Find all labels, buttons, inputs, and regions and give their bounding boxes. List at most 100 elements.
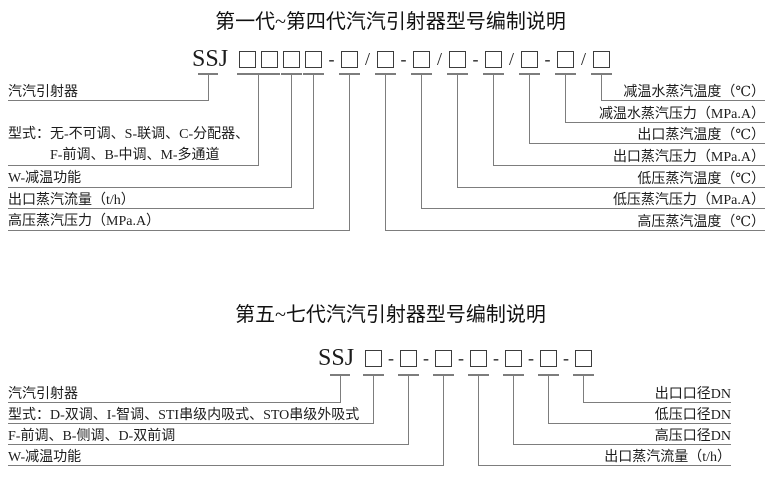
connector-line [513,375,514,444]
label-desuperheat: W-减温功能 [8,450,82,465]
slash-separator: / [508,49,514,69]
connector-line [8,208,314,209]
code-box-lp-temp [449,50,466,68]
connector-line [601,100,765,101]
connector-line [8,165,259,166]
gen1-4-title: 第一代~第四代汽汽引射器型号编制说明 [215,11,566,33]
label-hp-dn: 高压口径DN [654,429,731,444]
dash-separator: - [423,348,429,368]
connector-line [421,208,765,209]
connector-line [258,74,259,165]
gen5-7-title: 第五~七代汽汽引射器型号编制说明 [235,304,546,326]
code-box-desuperheat [283,50,300,68]
dash-separator: - [388,348,394,368]
code-box-outlet-flow [470,349,487,367]
connector-line [8,187,292,188]
code-box-outlet-pressure [485,50,502,68]
label-type-line2: F-前调、B-中调、M-多通道 [50,148,220,163]
label-ejector: 汽汽引射器 [8,85,78,100]
dash-separator: - [328,49,335,69]
label-type-line1: 型式：无-不可调、S-联调、C-分配器、 [8,127,250,142]
connector-line [583,402,731,403]
code-box-hp-temp [377,50,394,68]
label-lp-pressure: 低压蒸汽压力（MPa.A） [612,193,765,208]
label-type: 型式：D-双调、I-智调、STI串级内吸式、STO串级外吸式 [8,408,360,423]
dash-separator: - [472,49,479,69]
code-box-outlet-flow [305,50,322,68]
code-box-hp-pressure [341,50,358,68]
gen1-4-model-formula: SSJ - / - / - / - / [192,46,610,72]
connector-line [513,444,731,445]
gen5-7-model-formula: SSJ - - - - - - [318,345,592,371]
label-front: F-前调、B-侧调、D-双前调 [8,429,176,444]
label-hp-pressure: 高压蒸汽压力（MPa.A） [8,214,161,229]
connector-line [313,74,314,208]
connector-line [8,444,409,445]
connector-line [548,375,549,423]
connector-line [478,375,479,465]
connector-line [8,100,209,101]
connector-line [208,74,209,100]
connector-line [349,74,350,230]
connector-line [385,230,765,231]
label-outlet-temp: 出口蒸汽温度（℃） [637,128,765,143]
connector-line [8,230,350,231]
label-outlet-pressure: 出口蒸汽压力（MPa.A） [612,150,765,165]
connector-line [565,122,765,123]
label-desuperheat: W-减温功能 [8,171,82,186]
dash-separator: - [458,348,464,368]
connector-line [529,143,765,144]
code-box-dsw-temp [593,50,610,68]
connector-line [493,74,494,165]
dash-separator: - [563,348,569,368]
code-box-lp-pressure [413,50,430,68]
slash-separator: / [364,49,370,69]
label-outlet-dn: 出口口径DN [654,387,731,402]
connector-line [421,74,422,208]
code-box-outlet-dn [575,349,592,367]
dash-separator: - [544,49,551,69]
label-dsw-temp: 减温水蒸汽温度（℃） [623,85,765,100]
connector-line [583,375,584,402]
label-hp-temp: 高压蒸汽温度（℃） [637,215,765,230]
label-dsw-pressure: 减温水蒸汽压力（MPa.A） [598,107,765,122]
model-prefix: SSJ [318,345,355,371]
dash-separator: - [400,49,407,69]
connector-line [373,375,374,423]
label-lp-dn: 低压口径DN [654,408,731,423]
dash-separator: - [528,348,534,368]
connector-line [548,423,731,424]
connector-line [457,74,458,187]
connector-line [8,423,374,424]
code-box-desuperheat [435,349,452,367]
connector-line [457,187,765,188]
code-box-type [365,349,382,367]
connector-line [340,375,341,402]
connector-line [8,465,444,466]
model-prefix: SSJ [192,46,229,72]
connector-line [408,375,409,444]
label-outlet-flow: 出口蒸汽流量（t/h） [8,193,135,208]
code-box-type2 [261,50,278,68]
slash-separator: / [580,49,586,69]
connector-line [565,74,566,122]
code-box-lp-dn [540,349,557,367]
connector-line [8,402,341,403]
label-lp-temp: 低压蒸汽温度（℃） [637,172,765,187]
code-box-front [400,349,417,367]
connector-line [478,465,731,466]
connector-line [529,74,530,143]
label-outlet-flow: 出口蒸汽流量（t/h） [604,450,731,465]
connector-line [493,165,765,166]
label-ejector: 汽汽引射器 [8,387,78,402]
connector-line [385,74,386,230]
connector-line [291,74,292,187]
connector-line [601,74,602,100]
code-box-type1 [239,50,256,68]
dash-separator: - [493,348,499,368]
code-box-hp-dn [505,349,522,367]
slash-separator: / [436,49,442,69]
code-box-dsw-pressure [557,50,574,68]
code-box-outlet-temp [521,50,538,68]
